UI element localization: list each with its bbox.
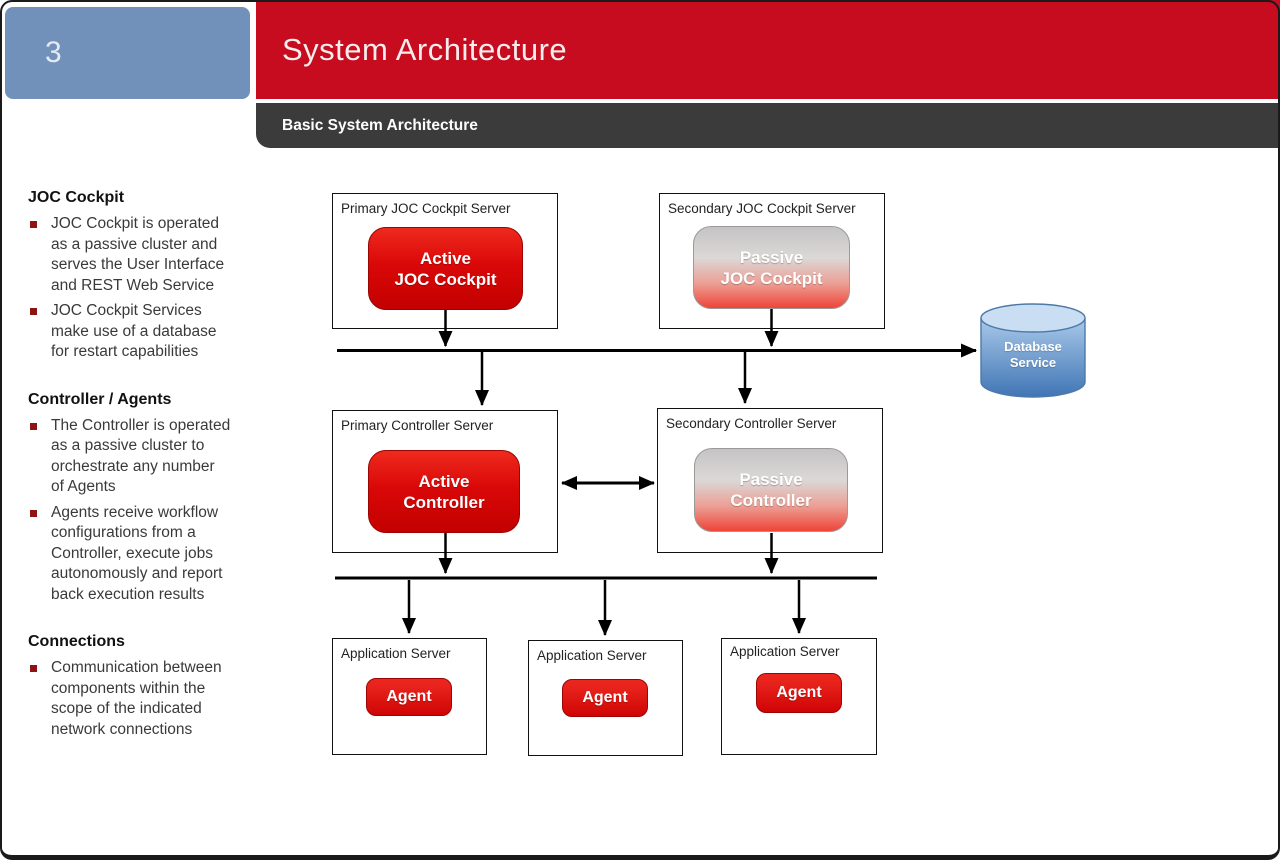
server-label: Primary Controller Server xyxy=(341,418,494,433)
bullet-text: The Controller is operated as a passive … xyxy=(51,416,231,496)
bullet-text: JOC Cockpit is operated as a passive clu… xyxy=(51,215,225,294)
slide-number: 3 xyxy=(45,36,62,69)
bullet-text: Communication between components within … xyxy=(51,659,222,738)
section-heading: Controller / Agents xyxy=(28,390,172,408)
list-item: Communication between components within … xyxy=(28,658,252,740)
section-connections: Connections Communication between compon… xyxy=(28,632,252,740)
bullet-text: Agents receive workflow configurations f… xyxy=(51,503,223,603)
list-item: The Controller is operated as a passive … xyxy=(28,416,252,498)
server-label: Application Server xyxy=(341,646,451,661)
database-label: Database Service xyxy=(1004,339,1062,370)
database-icon xyxy=(980,303,1086,398)
list-item: Agents receive workflow configurations f… xyxy=(28,503,252,606)
bullet-square-icon xyxy=(30,422,37,430)
server-label: Secondary Controller Server xyxy=(666,416,837,431)
bullet-square-icon xyxy=(30,308,37,315)
database-cylinder: Database Service xyxy=(980,303,1086,398)
page-title: System Architecture xyxy=(282,31,568,67)
page-subtitle: Basic System Architecture xyxy=(282,116,478,134)
title-banner: System Architecture xyxy=(256,0,1280,99)
active-joc-cockpit-node: Active JOC Cockpit xyxy=(368,227,523,310)
server-label: Application Server xyxy=(537,648,647,663)
subtitle-bar: Basic System Architecture xyxy=(256,103,1280,148)
list-item: JOC Cockpit Services make use of a datab… xyxy=(28,301,252,363)
slide-number-box: 3 xyxy=(5,7,250,99)
passive-joc-cockpit-node: Passive JOC Cockpit xyxy=(693,226,850,309)
section-controller-agents: Controller / Agents The Controller is op… xyxy=(28,390,252,606)
sidebar-notes: JOC Cockpit JOC Cockpit is operated as a… xyxy=(28,188,252,767)
bullet-square-icon xyxy=(30,665,37,672)
active-controller-node: Active Controller xyxy=(368,450,520,533)
server-label: Secondary JOC Cockpit Server xyxy=(668,201,856,216)
bullet-square-icon xyxy=(30,221,37,228)
list-item: JOC Cockpit is operated as a passive clu… xyxy=(28,214,252,296)
server-label: Primary JOC Cockpit Server xyxy=(341,201,511,216)
server-label: Application Server xyxy=(730,644,840,659)
section-heading: JOC Cockpit xyxy=(28,189,125,206)
agent-node-2: Agent xyxy=(562,679,648,717)
section-heading: Connections xyxy=(28,633,125,650)
agent-node-1: Agent xyxy=(366,678,452,716)
passive-controller-node: Passive Controller xyxy=(694,448,848,532)
section-joc-cockpit: JOC Cockpit JOC Cockpit is operated as a… xyxy=(28,188,252,363)
agent-node-3: Agent xyxy=(756,673,842,713)
bullet-square-icon xyxy=(30,509,37,517)
bullet-text: JOC Cockpit Services make use of a datab… xyxy=(51,302,217,360)
